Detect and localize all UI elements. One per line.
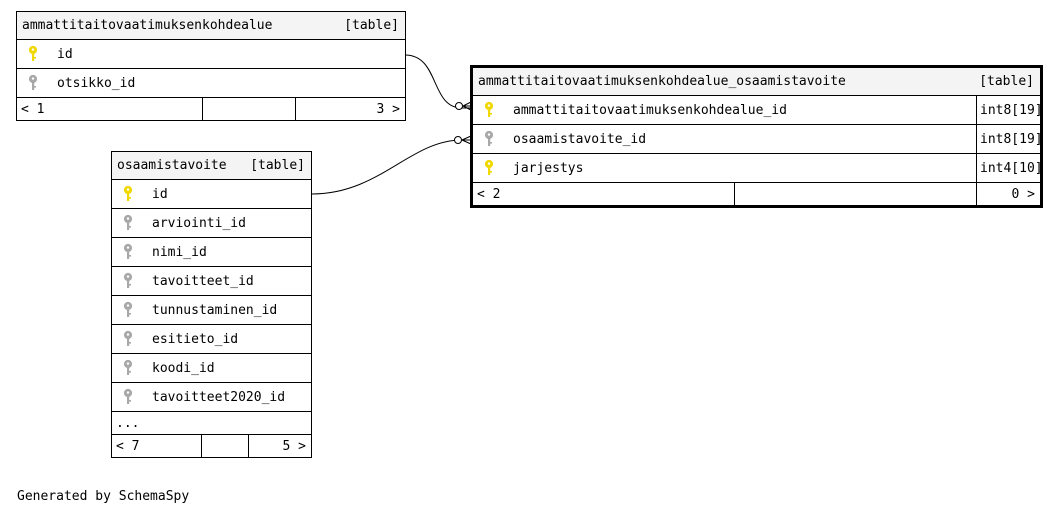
- column-row[interactable]: koodi_id: [112, 354, 311, 383]
- column-row[interactable]: tavoitteet2020_id: [112, 383, 311, 412]
- table-kind: [table]: [344, 18, 399, 33]
- table-footer: < 7 5 >: [112, 435, 311, 457]
- column-name: arviointi_id: [152, 215, 246, 231]
- column-name: ammattitaitovaatimuksenkohdealue_id: [513, 102, 787, 118]
- primary-key-icon: [26, 44, 39, 64]
- table-kind: [table]: [250, 158, 305, 173]
- foreign-key-icon: [26, 73, 39, 93]
- column-row[interactable]: otsikko_id: [17, 69, 405, 98]
- column-name: osaamistavoite_id: [513, 131, 647, 147]
- primary-key-icon: [482, 100, 495, 120]
- table-footer: < 1 3 >: [17, 98, 405, 120]
- foreign-key-icon: [121, 300, 134, 320]
- children-count[interactable]: 3 >: [376, 101, 400, 117]
- foreign-key-icon: [121, 329, 134, 349]
- column-list: id otsikko_id: [17, 40, 405, 98]
- column-row[interactable]: jarjestys int4[10]: [473, 154, 1043, 183]
- crowfoot-circle-kohdealue: [455, 102, 463, 110]
- crowfoot-osaamistavoite: [461, 135, 472, 145]
- table-header: ammattitaitovaatimuksenkohdealue_osaamis…: [473, 68, 1040, 96]
- column-name: jarjestys: [513, 160, 584, 176]
- footer-spacer: [734, 183, 977, 205]
- column-row[interactable]: id: [17, 40, 405, 69]
- table-header: osaamistavoite [table]: [112, 152, 311, 180]
- table-header: ammattitaitovaatimuksenkohdealue [table]: [17, 12, 405, 40]
- table-kind: [table]: [979, 74, 1034, 89]
- children-count[interactable]: 0 >: [1011, 186, 1035, 202]
- column-type: int4[10]: [976, 154, 1043, 182]
- column-name: nimi_id: [152, 244, 207, 260]
- footer-spacer: [201, 435, 249, 457]
- relationship-line-kohdealue: [404, 54, 470, 109]
- parents-count[interactable]: < 2: [477, 186, 501, 202]
- table-name: osaamistavoite: [117, 158, 227, 173]
- column-name: id: [57, 46, 73, 62]
- relationship-line-osaamistavoite: [311, 139, 470, 195]
- foreign-key-icon: [121, 387, 134, 407]
- table-ammattitaitovaatimuksenkohdealue-osaamistavoite[interactable]: ammattitaitovaatimuksenkohdealue_osaamis…: [470, 65, 1043, 208]
- table-footer: < 2 0 >: [473, 183, 1040, 205]
- column-row[interactable]: ammattitaitovaatimuksenkohdealue_id int8[…: [473, 96, 1043, 125]
- parents-count[interactable]: < 1: [21, 101, 45, 117]
- column-type: int8[19]: [976, 96, 1043, 124]
- primary-key-icon: [482, 158, 495, 178]
- foreign-key-icon: [121, 358, 134, 378]
- column-row[interactable]: tavoitteet_id: [112, 267, 311, 296]
- column-row[interactable]: id: [112, 180, 311, 209]
- children-count[interactable]: 5 >: [282, 438, 306, 454]
- column-name: otsikko_id: [57, 75, 136, 91]
- more-columns-ellipsis: ...: [112, 412, 311, 435]
- column-type: int8[19]: [976, 125, 1043, 153]
- table-name: ammattitaitovaatimuksenkohdealue: [22, 18, 273, 33]
- generated-by-label: Generated by SchemaSpy: [17, 489, 190, 504]
- column-list: ammattitaitovaatimuksenkohdealue_id int8[…: [473, 96, 1043, 183]
- column-name: tavoitteet2020_id: [152, 389, 286, 405]
- column-name: koodi_id: [152, 360, 215, 376]
- column-row[interactable]: osaamistavoite_id int8[19]: [473, 125, 1043, 154]
- foreign-key-icon: [121, 271, 134, 291]
- foreign-key-icon: [121, 213, 134, 233]
- column-row[interactable]: esitieto_id: [112, 325, 311, 354]
- column-row[interactable]: nimi_id: [112, 238, 311, 267]
- table-name: ammattitaitovaatimuksenkohdealue_osaamis…: [478, 74, 846, 89]
- crowfoot-circle-osaamistavoite: [454, 136, 462, 144]
- crowfoot-kohdealue: [462, 101, 472, 111]
- table-ammattitaitovaatimuksenkohdealue[interactable]: ammattitaitovaatimuksenkohdealue [table]…: [16, 11, 406, 121]
- foreign-key-icon: [121, 242, 134, 262]
- foreign-key-icon: [482, 129, 495, 149]
- primary-key-icon: [121, 184, 134, 204]
- column-name: tavoitteet_id: [152, 273, 254, 289]
- column-name: esitieto_id: [152, 331, 239, 347]
- column-row[interactable]: tunnustaminen_id: [112, 296, 311, 325]
- column-name: id: [152, 186, 168, 202]
- footer-spacer: [202, 98, 296, 120]
- column-row[interactable]: arviointi_id: [112, 209, 311, 238]
- parents-count[interactable]: < 7: [116, 438, 140, 454]
- column-name: tunnustaminen_id: [152, 302, 278, 318]
